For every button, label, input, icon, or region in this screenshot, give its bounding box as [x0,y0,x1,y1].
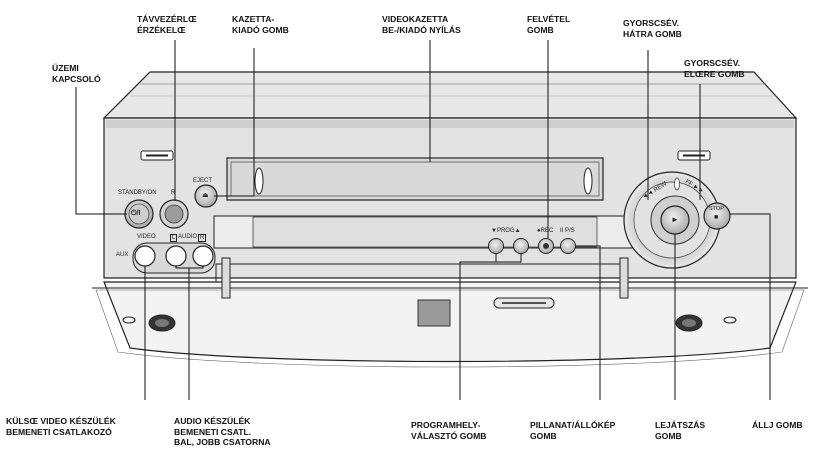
leader-stop [730,213,771,400]
prog-down-button[interactable] [488,238,504,254]
flap-label-area [417,299,451,327]
audio-right-jack[interactable] [192,245,214,267]
stop-button[interactable] [703,202,731,230]
audio-jack-label: AUDIO [178,234,198,240]
cassette-slot[interactable] [226,157,604,201]
rec-label: ●REC [537,228,554,234]
standby-label: STANDBY/ON [118,190,157,196]
standby-glyph: ⏻/I [131,210,141,217]
pause-button[interactable] [560,238,576,254]
label-program-buttons: PROGRAMHELY-VÁLASZTÓ GOMB [411,420,487,441]
video-jack-label: VIDEO [137,234,156,240]
ps-label: II P/S [560,228,575,234]
label-eject-button: KAZETTA-KIADÓ GOMB [232,14,289,35]
sensor-label: R [171,190,176,196]
audio-left-marker: L [170,234,178,242]
label-ff-button: GYORSCSÉV.ELŒRE GOMB [684,58,745,79]
leader-pause [576,245,601,400]
prog-up-button[interactable] [513,238,529,254]
audio-left-jack[interactable] [165,245,187,267]
leader-prog [459,254,522,400]
leader-lines [75,40,771,400]
eject-icon: ⏏ [202,192,209,199]
stop-icon: ■ [714,214,719,221]
leader-eject [214,48,255,197]
stop-label: STOP [709,206,724,212]
video-jack[interactable] [134,245,156,267]
play-icon: ► [671,215,679,224]
eject-label: EJECT [193,178,213,184]
prog-label: ▼PROG▲ [491,228,521,234]
leader-standby [75,87,127,215]
label-stop-button: ÁLLJ GOMB [752,420,803,430]
aux-label: AUX [116,252,129,258]
audio-right-marker: R [198,234,207,242]
label-rewind-button: GYORSCSÉV.HÁTRA GOMB [623,18,682,39]
